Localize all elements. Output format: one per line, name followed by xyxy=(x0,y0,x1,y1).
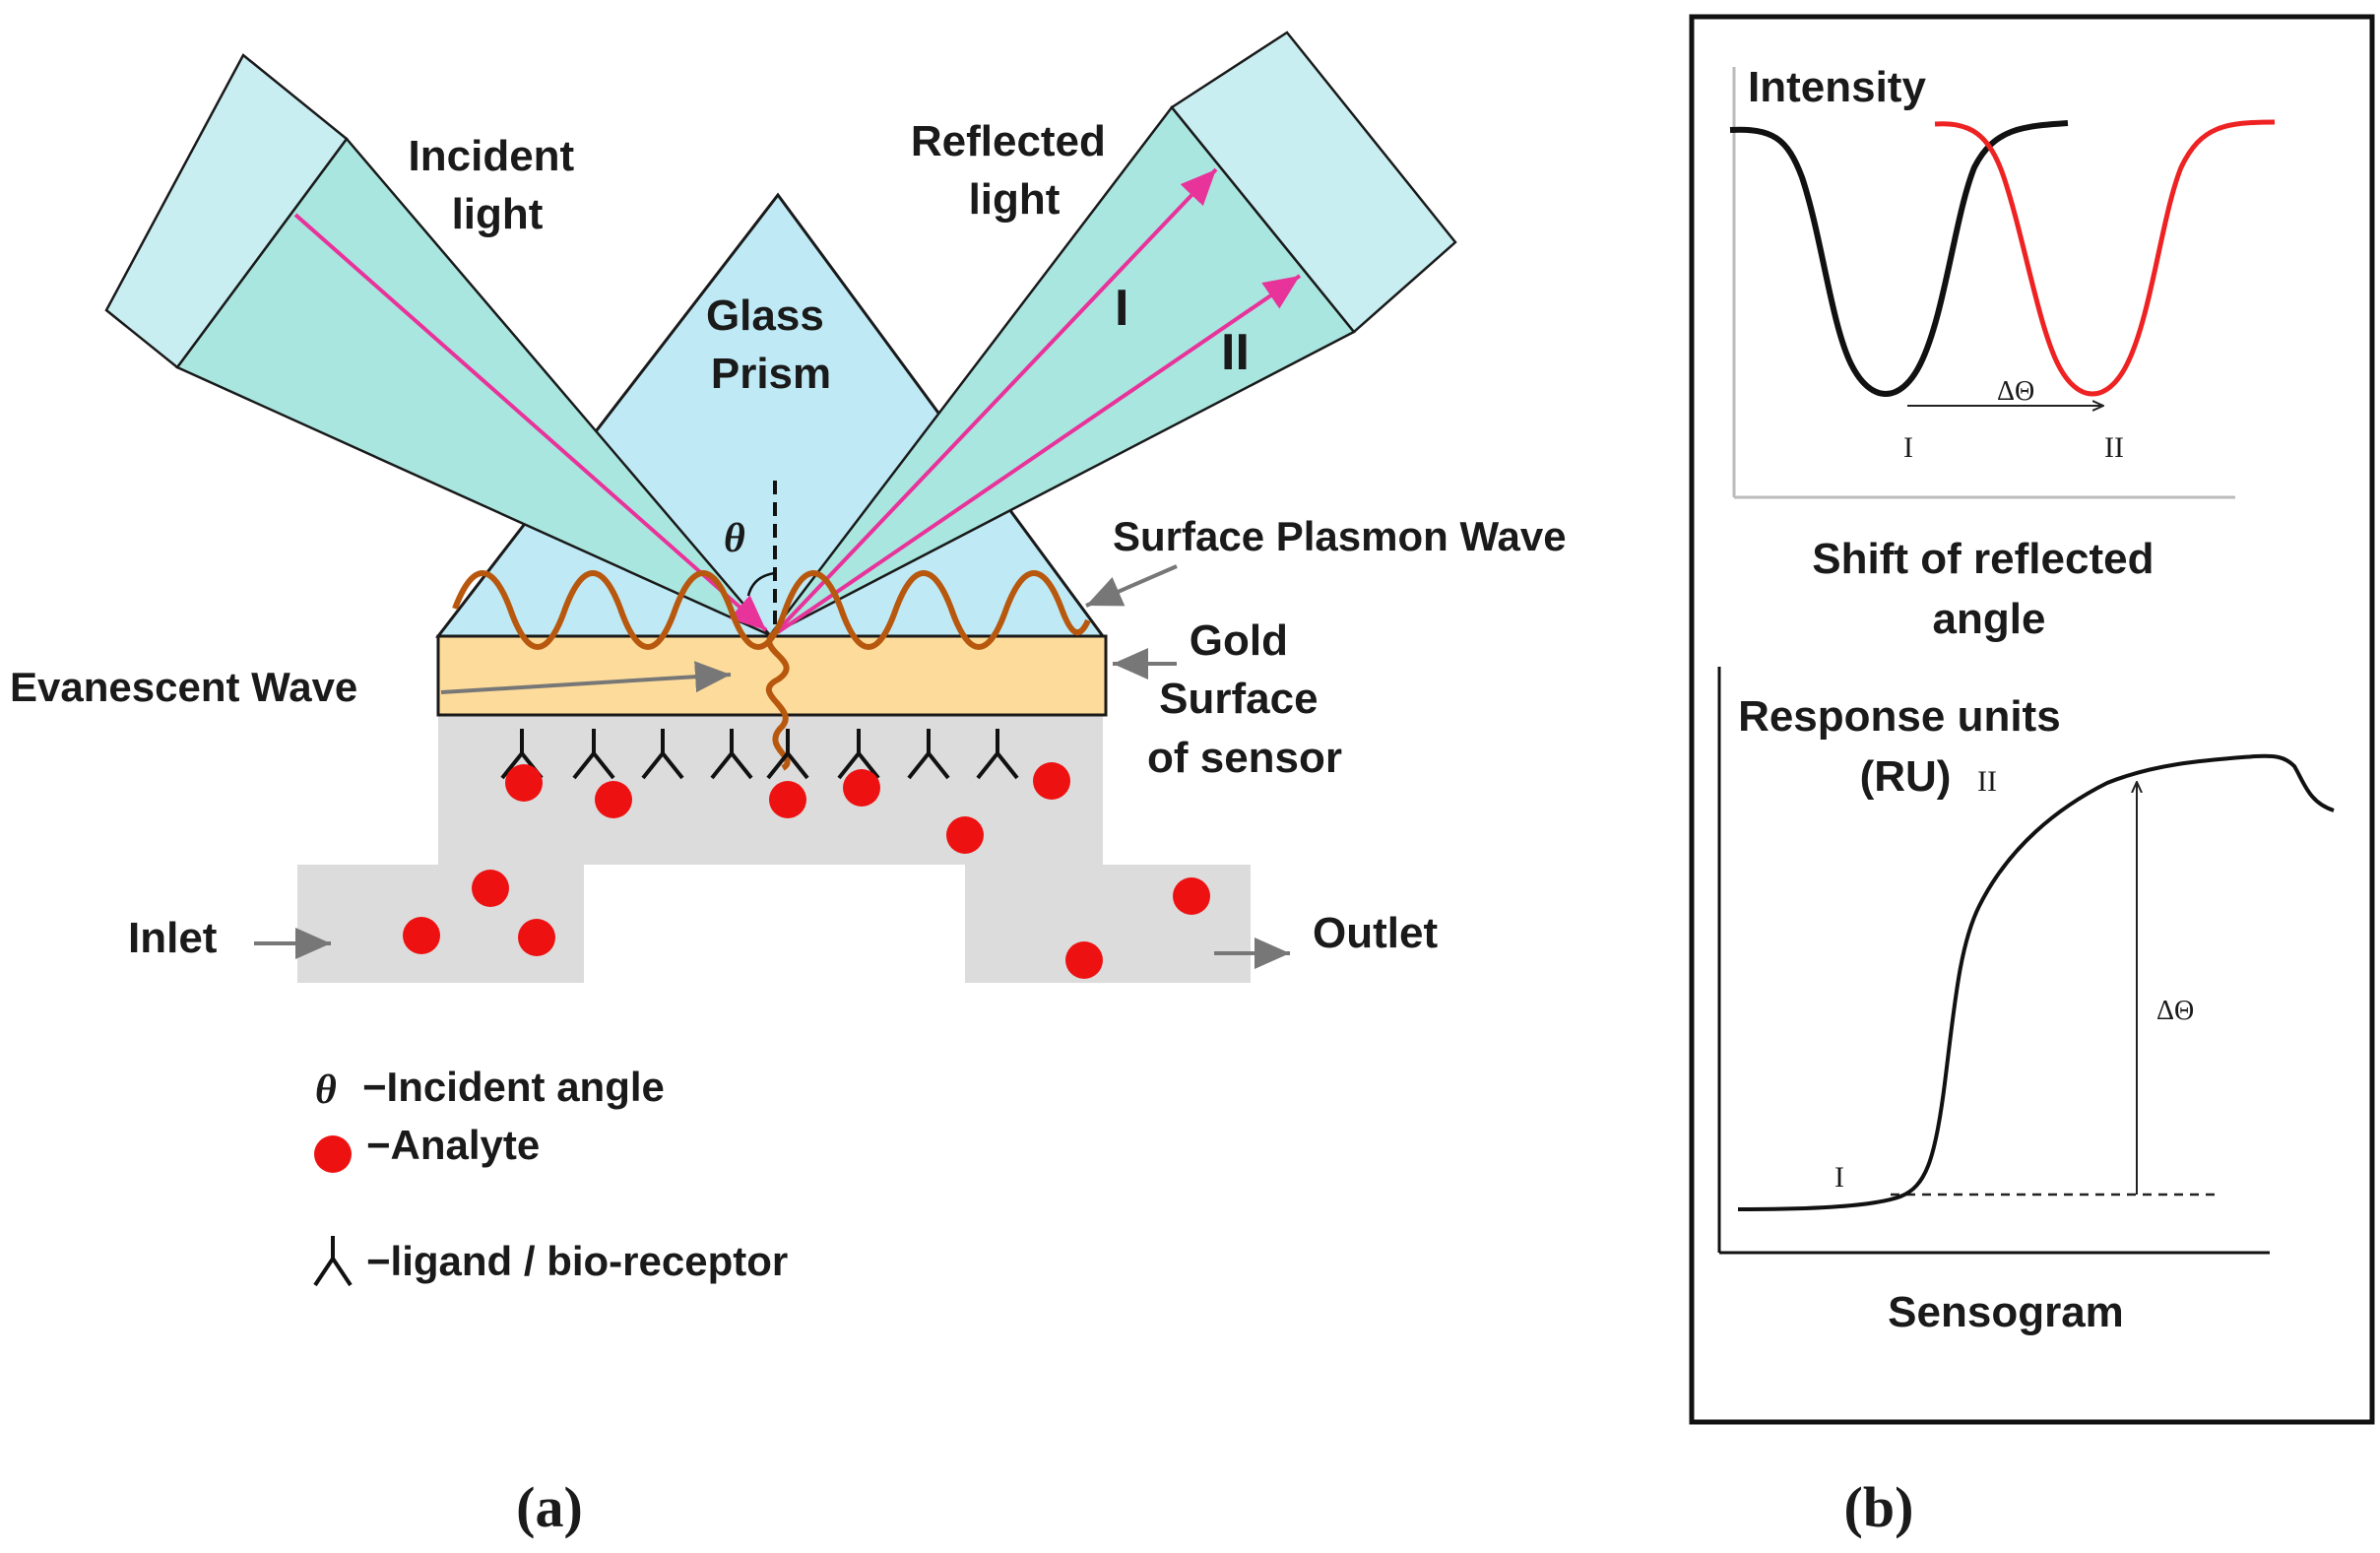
analyte xyxy=(595,781,632,818)
ligand xyxy=(572,729,615,780)
caption-b: (b) xyxy=(1844,1475,1914,1539)
reflected-light-label: Reflected light xyxy=(911,117,1118,224)
analyte xyxy=(1173,877,1210,915)
ligand xyxy=(976,729,1019,780)
intensity-delta-theta: ΔΘ xyxy=(1997,376,2034,407)
legend-analyte-dot xyxy=(314,1135,352,1173)
sensogram-caption: Sensogram xyxy=(1888,1288,2124,1336)
intensity-plot: Intensity ΔΘ I II xyxy=(1729,63,2276,499)
glass-prism-label: Glass Prism xyxy=(706,291,836,398)
beam-I-label: I xyxy=(1115,280,1128,337)
intensity-title: Intensity xyxy=(1748,63,1926,111)
sensogram-II-label: II xyxy=(1977,765,1997,798)
evanescent-wave-label: Evanescent Wave xyxy=(10,664,357,710)
analyte xyxy=(505,764,543,802)
legend-ligand-glyph xyxy=(313,1236,353,1287)
legend-incident-angle-text: −Incident angle xyxy=(362,1064,665,1110)
evanescent-pointer xyxy=(440,661,732,694)
intensity-curve-I xyxy=(1729,120,2069,397)
analyte xyxy=(518,919,555,956)
spw-pointer xyxy=(1085,564,1178,608)
legend-ligand-text: −ligand / bio-receptor xyxy=(366,1238,788,1284)
ligand xyxy=(766,729,809,780)
surface-plasmon-wave xyxy=(452,570,1091,650)
panel-b: Intensity ΔΘ I II Shift of reflected ang… xyxy=(1689,14,2375,1539)
caption-a: (a) xyxy=(516,1475,583,1539)
reflected-ray-II xyxy=(776,274,1302,634)
shift-caption: Shift of reflected angle xyxy=(1812,535,2165,643)
analyte-group xyxy=(403,762,1210,979)
surface-plasmon-wave-label: Surface Plasmon Wave xyxy=(1113,513,1567,559)
analyte xyxy=(1065,941,1103,979)
sensogram-I-label: I xyxy=(1834,1161,1844,1194)
outlet-label: Outlet xyxy=(1313,909,1438,957)
legend-analyte-text: −Analyte xyxy=(366,1122,540,1168)
analyte xyxy=(403,917,440,954)
sensogram-delta-theta: ΔΘ xyxy=(2156,996,2194,1026)
analyte xyxy=(946,816,984,854)
ligand xyxy=(837,729,880,780)
detector-box xyxy=(1170,31,1457,334)
sensogram-plot: Response units (RU) I II ΔΘ xyxy=(1717,667,2335,1255)
ligand xyxy=(641,729,684,780)
ligand xyxy=(907,729,950,780)
evanescent-wave-curve xyxy=(765,627,791,771)
response-units-title: Response units (RU) xyxy=(1738,692,2073,801)
inlet-label: Inlet xyxy=(128,914,218,962)
sensogram-curve xyxy=(1737,753,2335,1211)
analyte xyxy=(472,870,509,907)
beam-II-label: II xyxy=(1221,324,1250,381)
legend-theta-symbol: θ xyxy=(315,1068,337,1113)
panel-b-frame xyxy=(1689,14,2375,1425)
ligand xyxy=(710,729,753,780)
incident-ray xyxy=(293,213,768,632)
reflected-ray-I xyxy=(776,167,1218,632)
theta-arc xyxy=(746,571,776,597)
analyte xyxy=(843,769,880,807)
analyte xyxy=(1033,762,1070,800)
incident-source-box xyxy=(104,53,349,369)
flow-channel xyxy=(297,716,1251,983)
analyte xyxy=(769,781,806,818)
panel-a: Incident light Reflected light Glass Pri… xyxy=(10,31,1567,1539)
dip-I-label: I xyxy=(1903,431,1913,464)
theta-label: θ xyxy=(724,516,745,561)
gold-surface-label: Gold Surface of sensor xyxy=(1147,616,1342,782)
dip-II-label: II xyxy=(2104,431,2124,464)
incident-light-label: Incident light xyxy=(409,132,587,238)
legend: θ −Incident angle −Analyte −ligand / bio… xyxy=(313,1064,788,1287)
intensity-curve-II xyxy=(1934,119,2276,397)
